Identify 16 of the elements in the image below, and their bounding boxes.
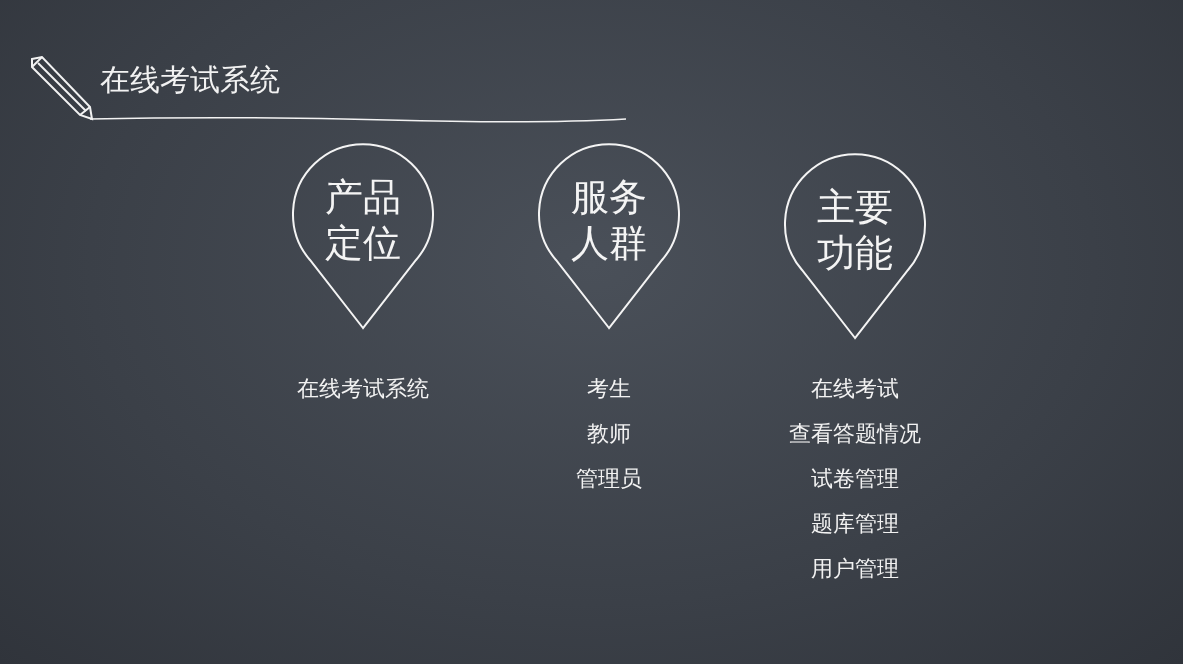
pin-heading: 主要功能 (816, 184, 894, 276)
list-item: 教师 (587, 420, 631, 448)
pin-heading: 服务人群 (570, 174, 648, 266)
location-pin-shape (290, 142, 436, 332)
pin-heading: 产品定位 (324, 174, 402, 266)
list-item: 查看答题情况 (789, 420, 921, 448)
slide-title: 在线考试系统 (100, 61, 280, 99)
list-item: 试卷管理 (811, 465, 899, 493)
list-item: 题库管理 (811, 510, 899, 538)
list-item: 在线考试 (811, 375, 899, 403)
list-item: 在线考试系统 (297, 375, 429, 403)
list-item: 用户管理 (811, 555, 899, 583)
location-pin-shape (536, 142, 682, 332)
list-item: 考生 (587, 375, 631, 403)
location-pin-shape (782, 152, 928, 342)
list-item: 管理员 (576, 465, 642, 493)
